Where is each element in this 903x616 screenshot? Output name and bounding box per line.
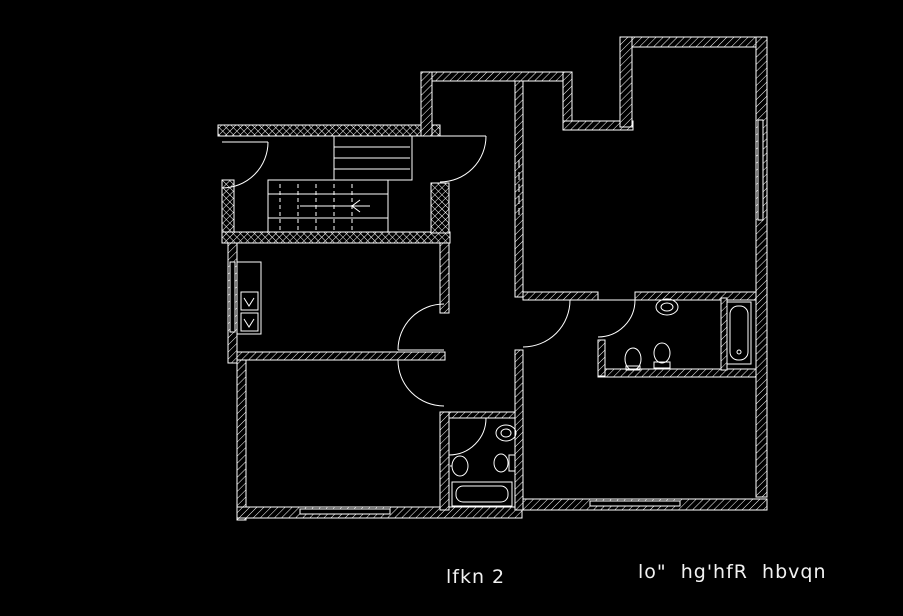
- plan-title: lo" hg'hfR hbvqn: [638, 561, 827, 583]
- upper-bathroom-fixtures: [624, 298, 752, 371]
- lower-bathroom-fixtures: [450, 424, 517, 507]
- floor-label: lfkn 2: [446, 566, 506, 588]
- north-east-room-walls: [619, 36, 768, 498]
- staircase: [267, 135, 413, 233]
- doors: [221, 135, 636, 456]
- north-wing-walls: [420, 71, 634, 137]
- interior-walls: [236, 80, 757, 511]
- windows: [229, 119, 764, 515]
- stair-block-walls: [217, 124, 451, 244]
- kitchen-sink: [236, 261, 262, 335]
